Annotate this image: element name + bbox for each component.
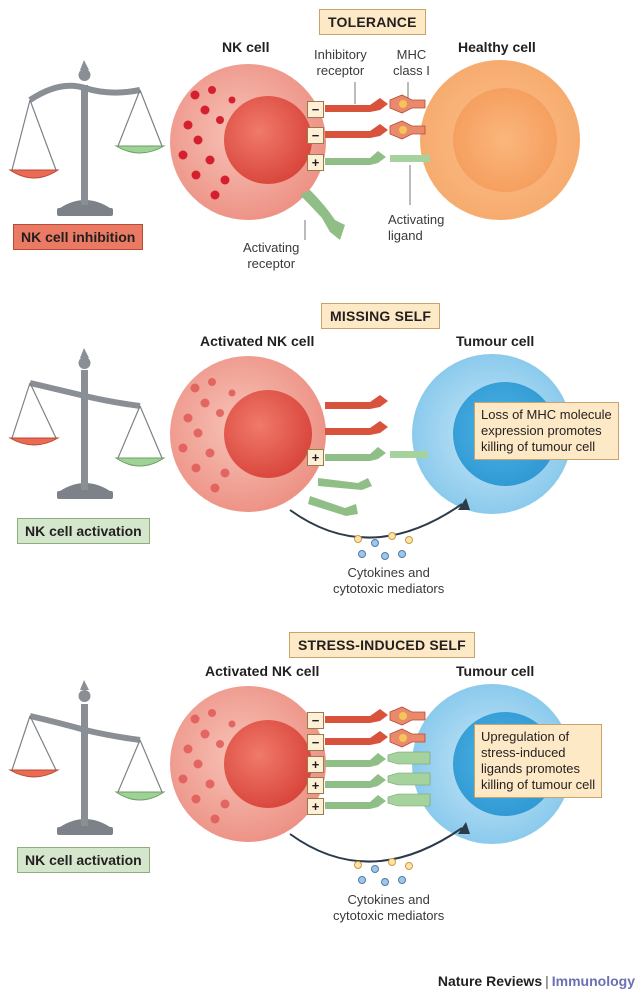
credit-separator: | [545, 973, 549, 989]
activating-ligand-label: Activating ligand [388, 212, 445, 243]
activated-nk-cell-label: Activated NK cell [205, 663, 320, 679]
activating-receptors [308, 447, 428, 516]
healthy-cell-label: Healthy cell [458, 39, 536, 55]
activating-sign: + [307, 777, 324, 794]
activating-sign: + [307, 154, 324, 171]
granules [178, 86, 236, 200]
mhc-molecules [389, 94, 426, 140]
balance-scale-icon [8, 680, 166, 835]
granules [178, 378, 236, 493]
mhc-label: MHC class I [393, 47, 430, 78]
inhibitory-receptors [325, 395, 388, 435]
panel-missing-self: MISSING SELF Activated NK cell Tumour ce… [0, 298, 643, 618]
inhibitory-sign: − [307, 712, 324, 729]
inhibitory-sign: − [307, 101, 324, 118]
missing-self-note: Loss of MHC molecule expression promotes… [474, 402, 619, 460]
healthy-cell [420, 60, 580, 220]
release-arrowhead-icon [458, 822, 470, 834]
release-label: Cytokines and cytotoxic mediators [333, 892, 445, 923]
activated-nk-cell-label: Activated NK cell [200, 333, 315, 349]
release-arrow [289, 503, 463, 539]
activating-receptor-label: Activating receptor [243, 240, 300, 271]
activating-sign: + [307, 798, 324, 815]
release-arrow [289, 827, 463, 863]
mhc-molecules [389, 706, 426, 748]
panel-stress-induced-self: STRESS-INDUCED SELF Activated NK cell Tu… [0, 624, 643, 944]
activated-nk-cell [170, 356, 326, 512]
panel-title: TOLERANCE [319, 9, 426, 35]
inhibitory-sign: − [307, 127, 324, 144]
activating-sign: + [307, 449, 324, 466]
panel-tolerance-art [8, 60, 580, 240]
inhibitory-receptors [325, 709, 388, 745]
cytokine-dots [354, 858, 413, 886]
inhibitory-receptors [325, 98, 388, 138]
release-arrowhead-icon [458, 498, 470, 510]
activating-sign: + [307, 756, 324, 773]
journal-name: Immunology [551, 973, 635, 989]
balance-state-label: NK cell activation [17, 518, 150, 544]
nk-cell-label: NK cell [222, 39, 270, 55]
journal-credit: Nature Reviews|Immunology [438, 973, 635, 989]
granules [178, 709, 236, 824]
stress-induced-note: Upregulation of stress-induced ligands p… [474, 724, 603, 798]
stress-ligands [387, 751, 431, 807]
nk-cell [170, 64, 326, 220]
publisher-name: Nature Reviews [437, 973, 543, 989]
cytokine-dots [354, 532, 413, 560]
inhibitory-sign: − [307, 734, 324, 751]
activating-receptors [325, 753, 386, 809]
release-label: Cytokines and cytotoxic mediators [333, 565, 445, 596]
panel-tolerance: TOLERANCE NK cell Healthy cell Inhibitor… [0, 0, 643, 320]
balance-scale-icon [8, 60, 166, 216]
balance-state-label: NK cell activation [17, 847, 150, 873]
balance-state-label: NK cell inhibition [13, 224, 144, 250]
tumour-cell-label: Tumour cell [456, 663, 535, 679]
activated-nk-cell [170, 686, 326, 842]
panel-title: MISSING SELF [321, 303, 441, 329]
activating-receptors [300, 151, 430, 240]
tumour-cell-label: Tumour cell [456, 333, 535, 349]
balance-scale-icon [8, 348, 166, 499]
inhibitory-receptor-label: Inhibitory receptor [314, 47, 367, 78]
leader-lines [304, 82, 411, 240]
panel-title: STRESS-INDUCED SELF [289, 632, 475, 658]
